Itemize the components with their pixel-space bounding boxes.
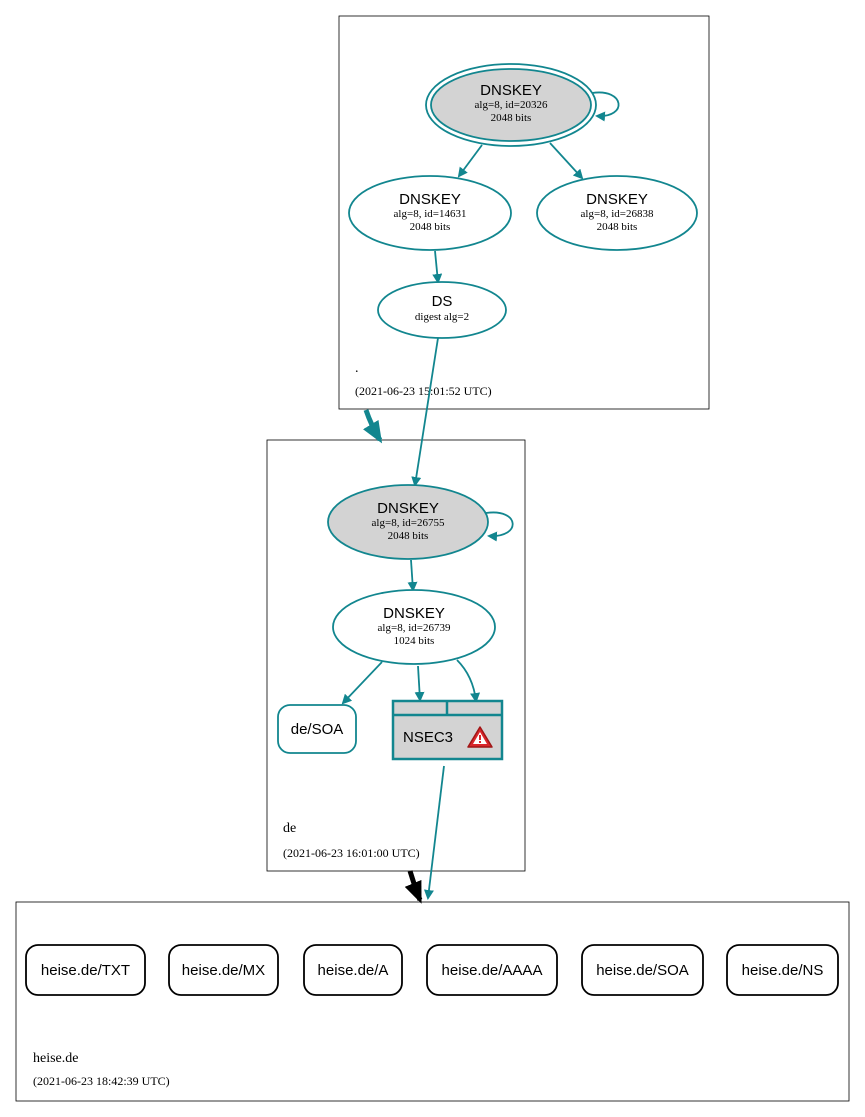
node-root-ksk[interactable]: DNSKEY alg=8, id=20326 2048 bits — [425, 63, 597, 147]
node-root-zsk1-type: DNSKEY — [399, 191, 461, 208]
zone-heise-timestamp: (2021-06-23 18:42:39 UTC) — [33, 1074, 170, 1088]
node-root-ds[interactable]: DS digest alg=2 — [377, 281, 507, 339]
edge-delegation-de-heise — [404, 870, 423, 904]
record-heise-soa[interactable]: heise.de/SOA — [581, 944, 704, 996]
record-label: heise.de/TXT — [41, 962, 130, 979]
node-de-soa[interactable]: de/SOA — [277, 704, 357, 754]
zone-heise: heise.de (2021-06-23 18:42:39 UTC) — [15, 901, 850, 1102]
record-label: heise.de/MX — [182, 962, 265, 979]
zone-de-box — [266, 439, 526, 872]
node-root-ksk-line1: alg=8, id=20326 — [475, 99, 548, 111]
node-de-ksk-type: DNSKEY — [377, 500, 439, 517]
edge-root-ksk-self — [591, 91, 620, 122]
record-heise-ns[interactable]: heise.de/NS — [726, 944, 839, 996]
zone-de-name: de — [283, 821, 296, 836]
zone-de: de (2021-06-23 16:01:00 UTC) — [266, 439, 526, 872]
record-label: heise.de/SOA — [596, 962, 689, 979]
edge-root-ksk-zsk1 — [457, 144, 483, 178]
edge-delegation-root-de — [363, 409, 383, 444]
record-heise-mx[interactable]: heise.de/MX — [168, 944, 279, 996]
node-de-zsk-line2: 1024 bits — [394, 635, 435, 647]
record-heise-aaaa[interactable]: heise.de/AAAA — [426, 944, 558, 996]
node-root-ds-line1: digest alg=2 — [415, 311, 469, 323]
node-de-soa-label: de/SOA — [291, 721, 344, 738]
zone-root-name: . — [355, 361, 359, 376]
zone-heise-box — [15, 901, 850, 1102]
edges — [341, 91, 620, 904]
record-heise-a[interactable]: heise.de/A — [303, 944, 403, 996]
node-de-ksk[interactable]: DNSKEY alg=8, id=26755 2048 bits — [327, 484, 489, 560]
zone-heise-name: heise.de — [33, 1051, 78, 1066]
node-de-nsec3[interactable]: NSEC3 — [391, 699, 504, 761]
edge-nsec3-heise — [423, 765, 445, 900]
node-root-ksk-line2: 2048 bits — [491, 112, 532, 124]
node-de-nsec3-label: NSEC3 — [403, 729, 453, 746]
zone-root-timestamp: (2021-06-23 15:01:52 UTC) — [355, 384, 492, 398]
node-root-zsk2-line2: 2048 bits — [597, 221, 638, 233]
node-root-zsk2-type: DNSKEY — [586, 191, 648, 208]
node-root-zsk2-line1: alg=8, id=26838 — [581, 208, 654, 220]
node-root-zsk1-line2: 2048 bits — [410, 221, 451, 233]
edge-de-zsk-nsec3-b — [456, 659, 481, 703]
node-de-zsk-line1: alg=8, id=26739 — [378, 622, 451, 634]
node-de-ksk-line2: 2048 bits — [388, 530, 429, 542]
record-label: heise.de/AAAA — [442, 962, 543, 979]
warning-icon — [467, 726, 493, 748]
edge-de-ksk-self — [485, 511, 514, 542]
node-root-zsk1-line1: alg=8, id=14631 — [394, 208, 467, 220]
record-label: heise.de/A — [318, 962, 389, 979]
node-root-ksk-type: DNSKEY — [480, 82, 542, 99]
edge-de-zsk-nsec3-a — [414, 665, 425, 702]
edge-root-ksk-zsk2 — [549, 142, 584, 180]
edge-de-zsk-soa — [341, 661, 383, 705]
record-label: heise.de/NS — [742, 962, 824, 979]
edge-de-ksk-zsk — [407, 559, 418, 592]
edge-root-zsk1-ds — [432, 250, 443, 284]
edge-ds-de-ksk — [411, 337, 439, 487]
zone-de-timestamp: (2021-06-23 16:01:00 UTC) — [283, 846, 420, 860]
node-de-ksk-line1: alg=8, id=26755 — [372, 517, 445, 529]
node-root-zsk-26838[interactable]: DNSKEY alg=8, id=26838 2048 bits — [536, 175, 698, 251]
node-de-zsk-type: DNSKEY — [383, 605, 445, 622]
record-heise-txt[interactable]: heise.de/TXT — [25, 944, 146, 996]
node-de-zsk[interactable]: DNSKEY alg=8, id=26739 1024 bits — [332, 589, 496, 665]
node-root-ds-type: DS — [432, 293, 453, 310]
zone-root-box — [338, 15, 710, 410]
node-root-zsk-14631[interactable]: DNSKEY alg=8, id=14631 2048 bits — [348, 175, 512, 251]
zone-root: . (2021-06-23 15:01:52 UTC) — [338, 15, 710, 410]
